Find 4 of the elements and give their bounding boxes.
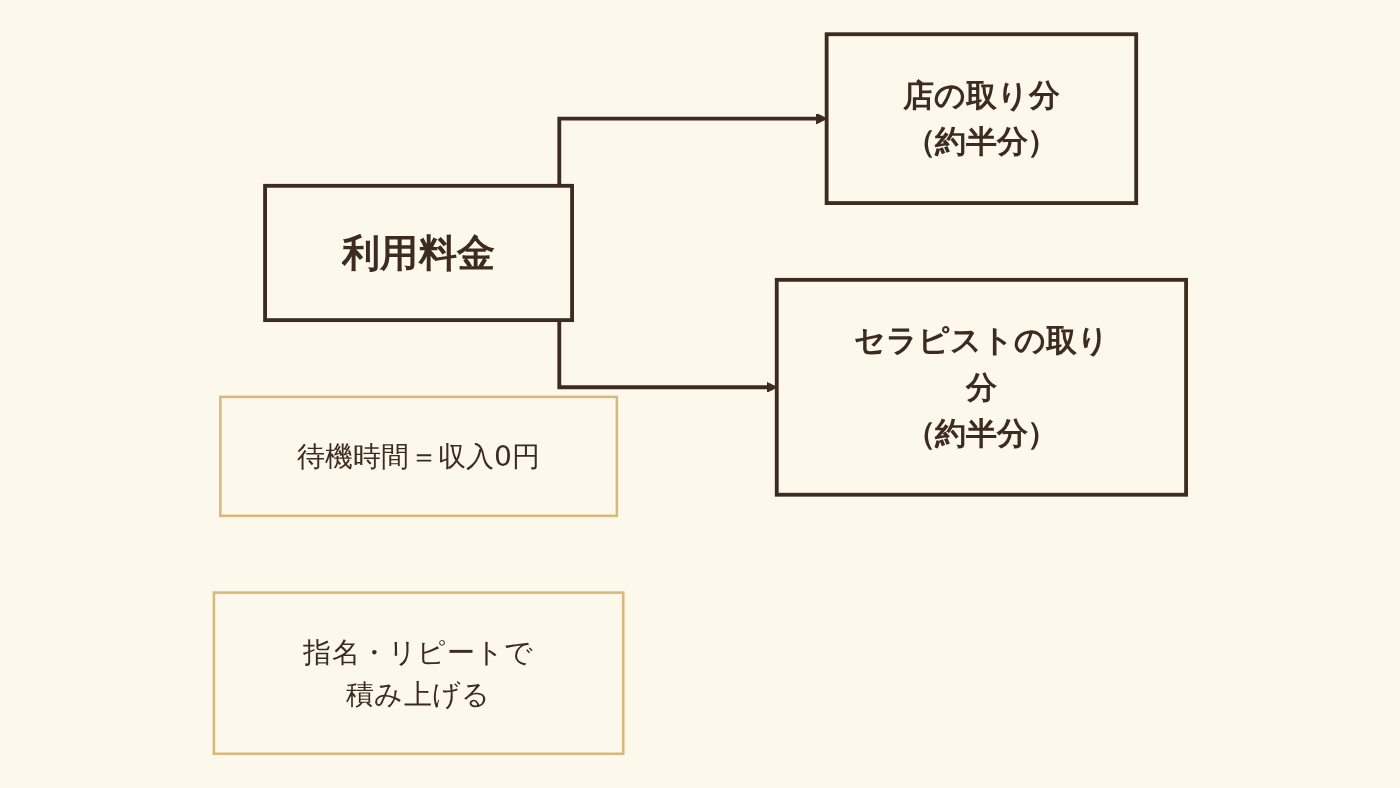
node-box: セラピストの取り分 （約半分） [774, 277, 1188, 497]
node-box: 指名・リピートで積み上げる [212, 591, 625, 756]
node-box: 店の取り分 （約半分） [824, 32, 1139, 205]
node-box: 待機時間＝収入0円 [219, 395, 619, 518]
